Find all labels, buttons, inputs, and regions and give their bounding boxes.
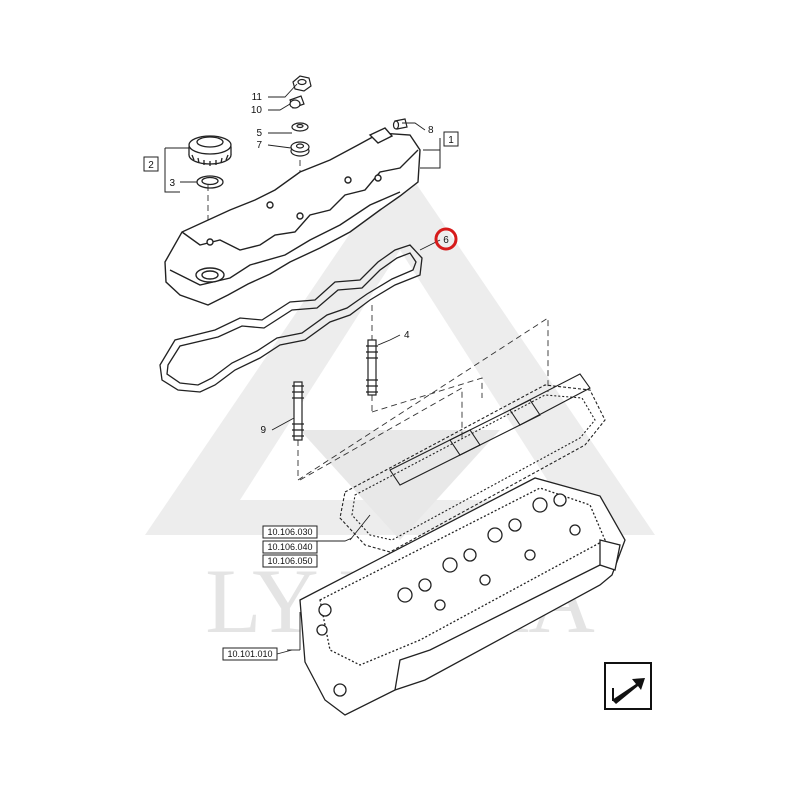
highlight-circle [434, 227, 458, 251]
callout-5: 5 [256, 128, 262, 139]
reference-10-106-040[interactable]: 10.106.040 [267, 542, 312, 552]
stud-9 [292, 381, 304, 441]
cover-nut [292, 75, 312, 92]
head-gasket [339, 373, 606, 553]
cylinder-head [299, 477, 626, 716]
valve-cover [164, 127, 421, 306]
next-page-arrow-icon[interactable] [604, 662, 652, 710]
reference-10-101-010[interactable]: 10.101.010 [227, 649, 272, 659]
callout-2: 2 [148, 160, 154, 171]
oil-cap-seal [196, 175, 224, 189]
highlighted-part-marker[interactable]: 6 [434, 227, 458, 251]
cover-pin [392, 118, 408, 130]
cover-spacer [289, 95, 305, 109]
bracket-group-2 [164, 147, 190, 193]
reference-10-106-050[interactable]: 10.106.050 [267, 556, 312, 566]
leader-lines [180, 83, 441, 651]
callout-1: 1 [448, 135, 454, 146]
callout-7: 7 [256, 140, 262, 151]
callout-1-box [443, 131, 459, 147]
cover-grommet [290, 141, 310, 157]
stud-4 [366, 339, 378, 396]
callout-8: 8 [428, 125, 434, 136]
bracket-group-1 [420, 138, 441, 169]
oil-filler-cap [188, 135, 232, 166]
callout-3: 3 [169, 178, 175, 189]
callout-10: 10 [251, 105, 263, 116]
cover-washer [291, 122, 309, 132]
callout-2-box [143, 156, 159, 172]
callout-6: 6 [443, 235, 449, 246]
callout-4: 4 [404, 330, 410, 341]
valve-cover-gasket [159, 244, 423, 393]
callout-9: 9 [260, 425, 266, 436]
reference-boxes: 10.106.030 10.106.040 10.106.050 10.101.… [222, 525, 353, 661]
callout-11: 11 [252, 92, 263, 103]
reference-10-106-030[interactable]: 10.106.030 [267, 527, 312, 537]
